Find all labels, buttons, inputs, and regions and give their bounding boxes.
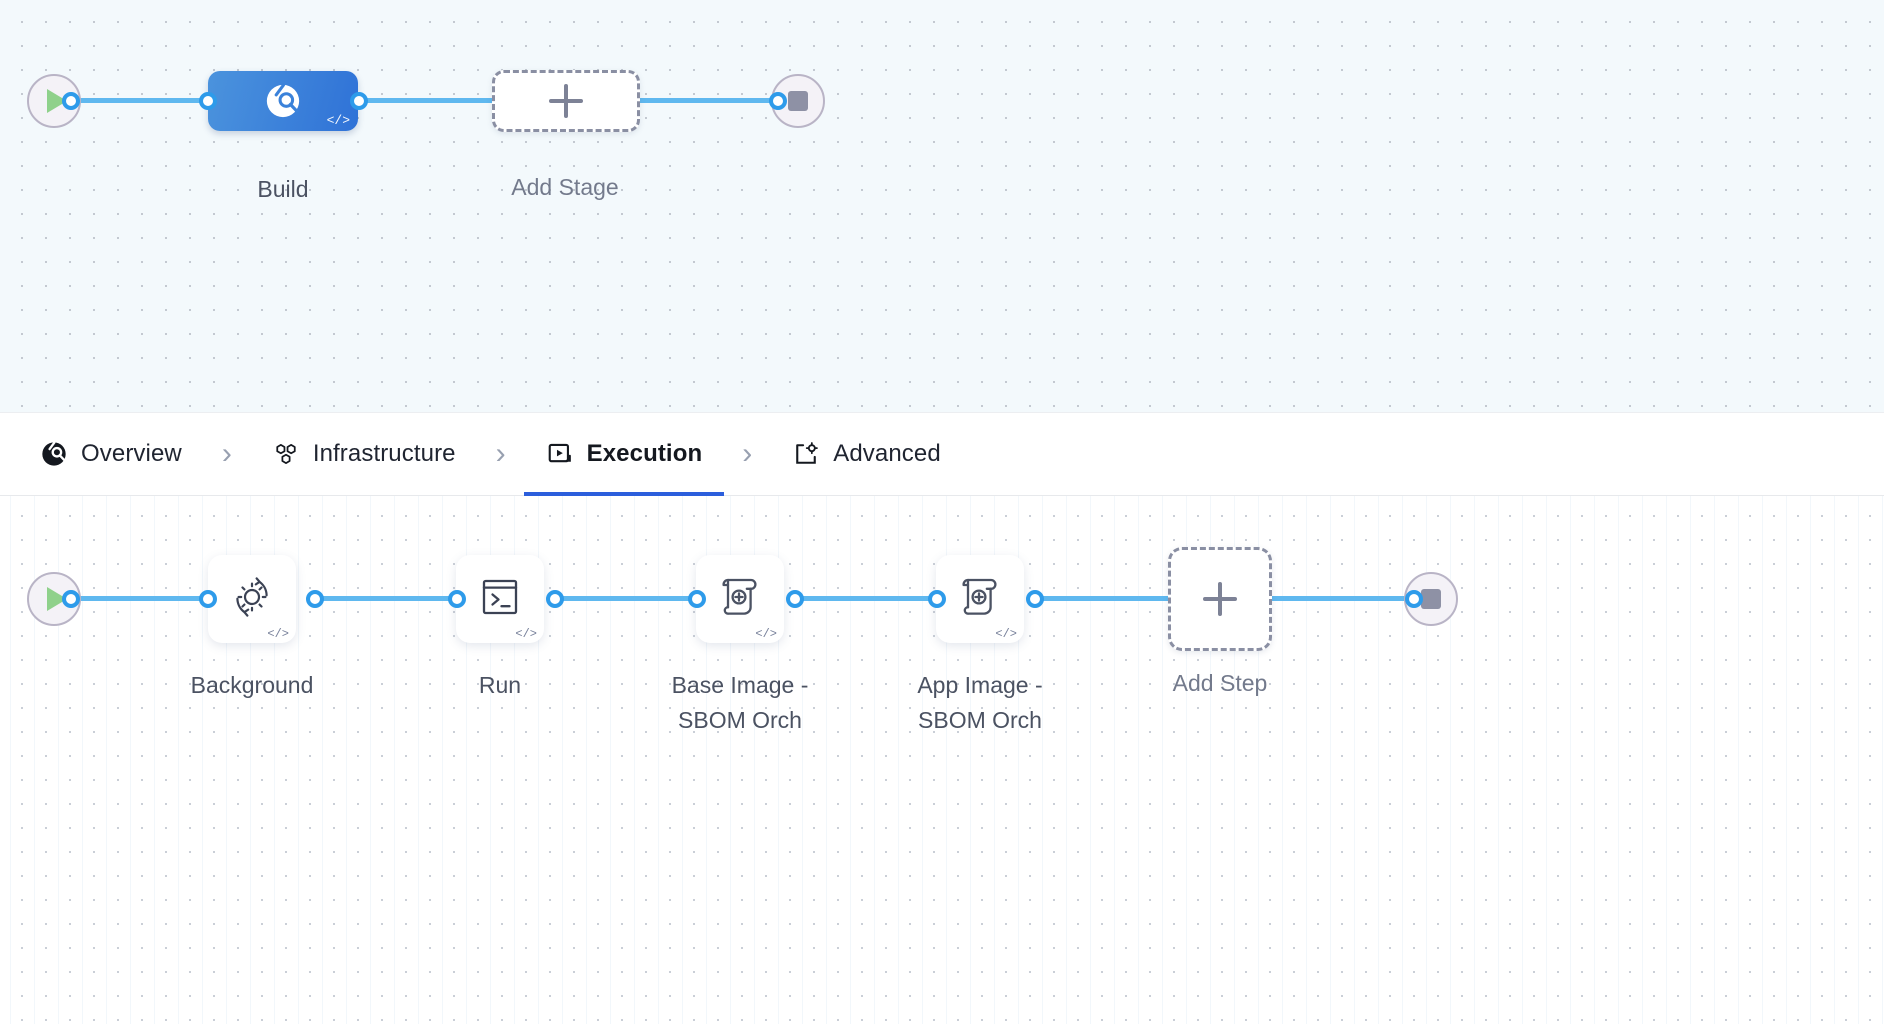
stage-config-tabbar: Overview › Infrastructure › Execution › xyxy=(0,412,1884,496)
step-node-app-image-sbom-orch[interactable]: </> xyxy=(936,555,1024,643)
port-exec-start-out[interactable] xyxy=(62,590,80,608)
edge-run-to-base-image xyxy=(546,596,696,601)
tab-separator: › xyxy=(221,437,232,470)
port-exec-end-in[interactable] xyxy=(1405,590,1423,608)
add-stage-button[interactable] xyxy=(492,70,640,132)
edge-start-to-background xyxy=(62,596,214,601)
add-step-label: Add Step xyxy=(1172,670,1268,696)
terminal-icon xyxy=(482,580,518,615)
step-label-app-image-sbom-orch: App Image - SBOM Orch xyxy=(917,672,1043,733)
edge-add-stage-to-end xyxy=(630,98,798,103)
port-background-out[interactable] xyxy=(306,590,324,608)
tab-infrastructure-label: Infrastructure xyxy=(312,440,456,467)
port-app-image-in[interactable] xyxy=(928,590,946,608)
port-base-image-out[interactable] xyxy=(786,590,804,608)
tab-infrastructure[interactable]: Infrastructure xyxy=(250,412,478,496)
step-node-run[interactable]: </> xyxy=(456,555,544,643)
code-badge: </> xyxy=(515,627,537,641)
stage-node-build[interactable]: </> xyxy=(208,71,358,131)
tab-execution-label: Execution xyxy=(586,440,703,467)
stage-label-build: Build xyxy=(257,176,309,202)
port-base-image-in[interactable] xyxy=(688,590,706,608)
add-stage-label: Add Stage xyxy=(511,174,619,200)
step-label-base-image-sbom-orch: Base Image - SBOM Orch xyxy=(671,672,809,733)
step-node-base-image-sbom-orch[interactable]: </> xyxy=(696,555,784,643)
tab-overview[interactable]: Overview xyxy=(18,412,204,496)
plus-icon xyxy=(549,84,583,118)
edge-build-to-add-stage xyxy=(350,98,508,103)
code-badge: </> xyxy=(995,627,1017,641)
harness-pipeline-icon xyxy=(266,83,300,118)
edge-start-to-build xyxy=(62,98,214,103)
edge-app-image-to-add-step xyxy=(1026,596,1178,601)
stage-graph-canvas[interactable]: </> Build Add Stage xyxy=(0,0,1884,412)
step-label-background: Background xyxy=(190,672,314,698)
execution-play-box-icon xyxy=(548,443,571,463)
tab-advanced[interactable]: Advanced xyxy=(770,412,963,496)
code-badge: </> xyxy=(326,113,350,128)
execution-end-node[interactable] xyxy=(1404,572,1458,626)
tab-separator: › xyxy=(495,437,506,470)
port-end-in[interactable] xyxy=(769,92,787,110)
play-icon xyxy=(47,89,67,113)
scroll-plus-icon xyxy=(962,579,997,615)
plus-icon xyxy=(1203,582,1237,616)
port-start-out[interactable] xyxy=(62,92,80,110)
stop-icon xyxy=(788,91,808,111)
code-badge: </> xyxy=(755,627,777,641)
port-app-image-out[interactable] xyxy=(1026,590,1044,608)
port-build-in[interactable] xyxy=(199,92,217,110)
pipeline-start-node[interactable] xyxy=(27,74,81,128)
tab-separator: › xyxy=(742,437,753,470)
execution-step-canvas[interactable]: </> Background </> Run xyxy=(0,496,1884,1024)
port-run-out[interactable] xyxy=(546,590,564,608)
stop-icon xyxy=(1421,589,1441,609)
port-background-in[interactable] xyxy=(199,590,217,608)
add-step-button[interactable] xyxy=(1168,547,1272,651)
step-label-run: Run xyxy=(478,672,522,698)
port-build-out[interactable] xyxy=(350,92,368,110)
tab-execution[interactable]: Execution xyxy=(523,412,725,496)
edge-background-to-run xyxy=(306,596,456,601)
advanced-gear-page-icon xyxy=(796,442,819,464)
code-badge: </> xyxy=(267,627,289,641)
port-run-in[interactable] xyxy=(448,590,466,608)
infrastructure-hexagons-icon xyxy=(276,444,296,464)
step-node-background[interactable]: </> xyxy=(208,555,296,643)
edge-add-step-to-end xyxy=(1268,596,1416,601)
scroll-plus-icon xyxy=(722,579,757,615)
edge-base-image-to-app-image xyxy=(786,596,936,601)
pipeline-end-node[interactable] xyxy=(771,74,825,128)
play-icon xyxy=(47,587,67,611)
overview-donut-icon xyxy=(42,441,66,466)
tab-advanced-label: Advanced xyxy=(833,440,941,467)
gear-refresh-icon xyxy=(236,577,268,617)
tab-overview-label: Overview xyxy=(81,440,182,467)
